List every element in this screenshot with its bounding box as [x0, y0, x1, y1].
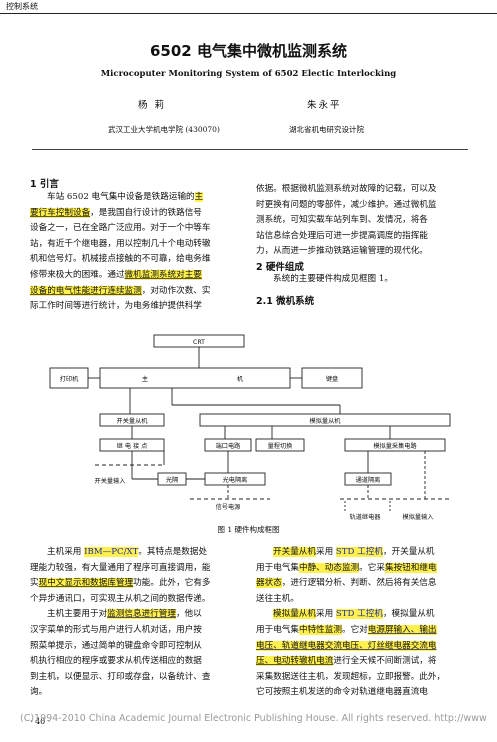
text-line: 电压、轨道继电器交流电压、灯丝继电器交流电 — [256, 640, 437, 651]
section-1-body: 车站 6502 电气集中设备是铁路运输的主 要行车控制设备，是我国自行设计的铁路… — [30, 190, 240, 315]
text-line: 依据。根据微机监测系统对故障的记载，可以及 — [256, 184, 437, 194]
text-line: 实现中文显示和数据库管理功能。此外，它有多 — [30, 578, 211, 589]
title-rule — [32, 149, 468, 150]
diagram-optical-isolation-label: 光电隔离 — [223, 476, 248, 484]
diagram-analog-slave-label: 模拟量从机 — [310, 417, 342, 425]
text-line: 设备的电气性能进行连续监测，对动作次数、实 — [30, 285, 211, 296]
copyright-watermark: (C)1994-2010 China Academic Journal Elec… — [20, 713, 487, 724]
text-line: 开关量从机采用 STD 工控机，开关量从机 — [273, 547, 435, 557]
diagram-switch-slave-label: 开关量从机 — [117, 417, 149, 425]
diagram-keyboard-label: 键盘 — [326, 375, 338, 383]
text-line: 要行车控制设备，是我国自行设计的铁路信号 — [30, 207, 202, 218]
hardware-block-diagram: CRT 打印机 主 机 键盘 开关量从机 模拟量从机 继 电 接 点 端口电路 … — [49, 334, 451, 521]
section-2-heading: 2 硬件组成 — [256, 262, 304, 273]
diagram-track-circuit-label: 轨道继电器 — [350, 513, 382, 521]
diagram-analog-input-label: 模拟量输入 — [403, 513, 434, 521]
diagram-printer-label: 打印机 — [60, 375, 79, 383]
paper-title: 6502 电气集中微机监测系统 — [150, 42, 347, 60]
text-line: 照菜单提示，通过简单的键盘命令即可控制从 — [30, 640, 202, 651]
diagram-analog-convert-label: 模拟量采集电路 — [373, 442, 417, 450]
column-1-bottom-body: 主机采用 IBM—PC/XT。其特点是数据处 理能力较强，有大量通用了程序可直接… — [30, 545, 245, 701]
text-line: 理能力较强，有大量通用了程序可直接调用，能 — [30, 562, 211, 573]
text-line: 用于电气集中特性监测。它对电源屏输入、输出 — [256, 624, 437, 635]
header-rule — [0, 13, 497, 14]
text-line: 采集数据送往主机，发现超标，立即报警。此外， — [256, 671, 446, 682]
author-1: 杨 莉 — [138, 100, 167, 111]
text-line: 机和信号灯。机械接点接触的不可靠，给电务维 — [30, 254, 211, 265]
section-1-heading: 1 引言 — [30, 179, 59, 190]
journal-section-label: 控制系统 — [6, 2, 38, 11]
text-line: 主机主要用于对监测信息进行管理，他以 — [47, 609, 202, 620]
text-line: 机执行相应的程序或要求从机传送相应的数据 — [30, 656, 202, 667]
column-2-bottom-body: 开关量从机采用 STD 工控机，开关量从机 用于电气集中静、动态监测。它采集按钮… — [256, 545, 471, 701]
text-line: 车站 6502 电气集中设备是铁路运输的主 — [47, 192, 204, 202]
diagram-channel-isolation-label: 通道隔离 — [356, 476, 381, 484]
text-line: 模拟量从机采用 STD 工控机，模拟量从机 — [273, 609, 435, 620]
text-line: 个异步通讯口，可实现主从机之间的数据传递。 — [30, 593, 211, 604]
text-line: 送往主机。 — [256, 593, 299, 604]
section-2-intro: 系统的主要硬件构成见框图 1。 — [273, 274, 393, 284]
figure-caption: 图 1 硬件构成框图 — [217, 525, 280, 534]
affiliation-2: 湖北省机电研究设计院 — [289, 125, 364, 134]
diagram-relay-code-label: 继 电 接 点 — [117, 442, 148, 450]
diagram-host-right-label: 机 — [237, 375, 244, 383]
text-line: 主机采用 IBM—PC/XT。其特点是数据处 — [47, 547, 208, 557]
column-2-top-body: 依据。根据微机监测系统对故障的记载，可以及 时更换有问题的零部件，减少维护。通过… — [256, 182, 471, 260]
text-line: 力，从而进一步推动铁路运输管理的现代化。 — [256, 246, 428, 257]
text-line: 设备之一，已在全路广泛应用。对于一个中等车 — [30, 223, 211, 234]
paper-subtitle: Microcoputer Monitoring System of 6502 E… — [100, 69, 397, 79]
text-line: 站，有近千个继电器，用以控制几十个电动转辙 — [30, 238, 211, 249]
text-line: 汉字菜单的形式与用户进行人机对话，用户按 — [30, 624, 202, 635]
text-line: 用于电气集中静、动态监测。它采集按钮和继电 — [256, 562, 437, 573]
text-line: 询。 — [30, 687, 48, 698]
diagram-signal-convert-label: 量程切换 — [268, 442, 293, 450]
diagram-signal-power-label: 信号电源 — [216, 503, 241, 511]
diagram-port-circuit-label: 端口电路 — [216, 442, 242, 450]
page-number: · 40 · — [30, 717, 51, 726]
text-line: 测系统，可知实载车站列车到、发情况，将各 — [256, 215, 428, 226]
text-line: 器状态，进行逻辑分析、判断、然后将有关信息 — [256, 578, 437, 589]
text-line: 站信息综合处理后可进一步提高调度的指挥能 — [256, 230, 428, 241]
text-line: 到主机，以便显示、打印或存盘，以备统计、查 — [30, 671, 211, 682]
section-2-1-heading: 2.1 微机系统 — [256, 296, 315, 307]
text-line: 压、电动转辙机电流进行全天候不间断测试，将 — [256, 656, 437, 667]
text-line: 时更换有问题的零部件，减少维护。通过微机监 — [256, 199, 437, 210]
text-line: 际工作时间等进行统计，为电务维护提供科学 — [30, 301, 202, 312]
text-line: 修带来极大的困难。通过微机监测系统对主要 — [30, 269, 202, 280]
author-2: 朱永平 — [307, 100, 342, 111]
text-line: 它可按照主机发送的命令对轨道继电器直流电 — [256, 687, 428, 698]
diagram-optical-label: 光隔 — [166, 476, 178, 484]
diagram-crt-label: CRT — [193, 339, 205, 346]
diagram-host-left-label: 主 — [142, 375, 148, 383]
diagram-switch-input-label: 开关量输入 — [95, 477, 126, 485]
affiliation-1: 武汉工业大学机电学院 (430070) — [108, 125, 220, 134]
